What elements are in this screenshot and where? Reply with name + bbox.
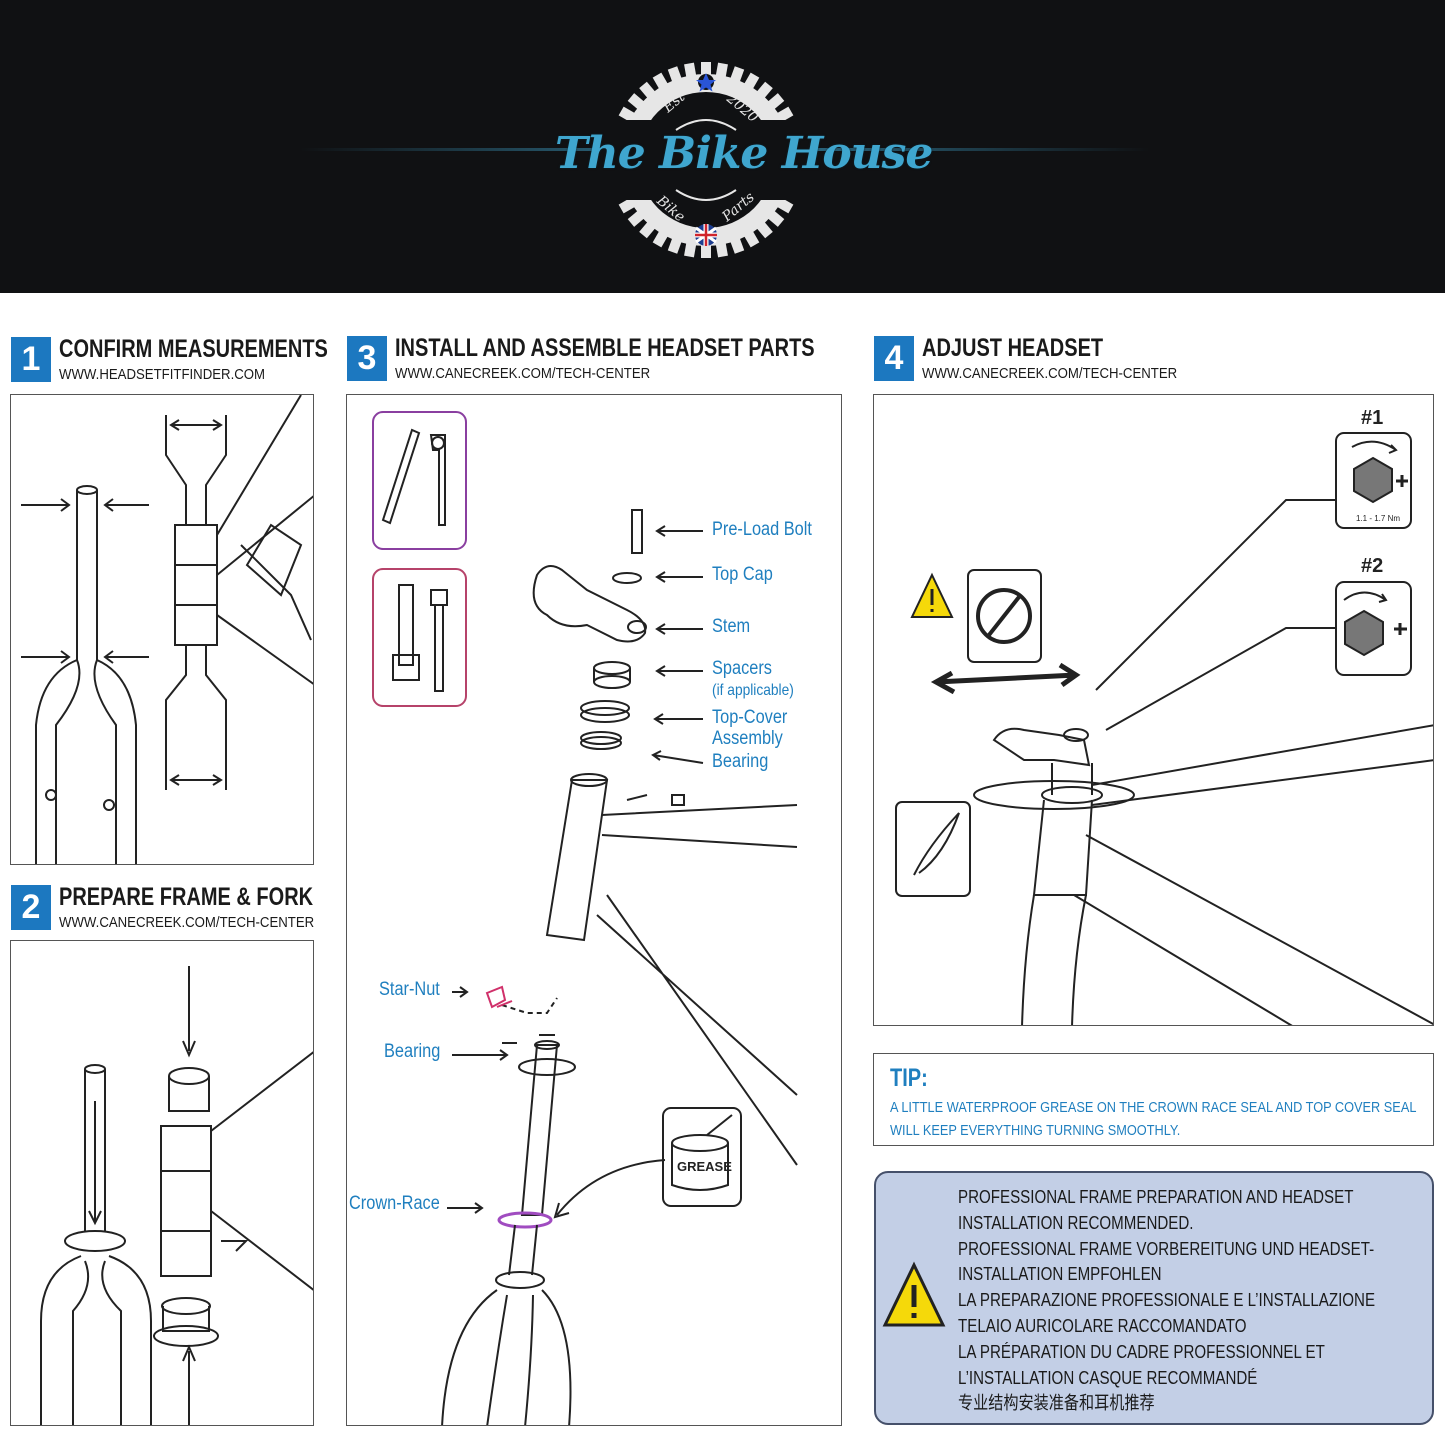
step-4-url: WWW.CANECREEK.COM/TECH-CENTER — [922, 365, 1178, 382]
step-1-url: WWW.HEADSETFITFINDER.COM — [59, 366, 266, 383]
label-bearing-lower: Bearing — [384, 1041, 441, 1062]
label-preload-bolt: Pre-Load Bolt — [712, 519, 812, 540]
warning-line: TELAIO AURICOLARE RACCOMANDATO — [958, 1315, 1247, 1336]
bolt-2-label: #2 — [1361, 555, 1384, 577]
label-crown-race: Crown-Race — [349, 1193, 440, 1214]
step-2-header: 2 PREPARE FRAME & FORK WWW.CANECREEK.COM… — [11, 883, 321, 933]
fork-diagram — [21, 485, 149, 864]
bolt-2-detail — [1335, 581, 1412, 676]
bolt-1-detail — [1335, 432, 1412, 529]
tip-title: TIP: — [890, 1064, 928, 1092]
warning-line: INSTALLATION RECOMMENDED. — [958, 1212, 1194, 1233]
step-1-badge: 1 — [11, 337, 51, 382]
warning-triangle-icon — [882, 1261, 946, 1327]
warning-line: 专业结构安装准备和耳机推荐 — [958, 1393, 1155, 1414]
label-spacers-note: (if applicable) — [712, 682, 794, 699]
label-top-cover: Top-Cover — [712, 707, 788, 728]
professional-install-warning: PROFESSIONAL FRAME PREPARATION AND HEADS… — [874, 1171, 1434, 1425]
lower-arrows — [447, 986, 666, 1219]
warning-line: PROFESSIONAL FRAME VORBEREITUNG UND HEAD… — [958, 1238, 1375, 1259]
tool-box-red — [372, 568, 467, 707]
grease-feather-icon — [895, 801, 971, 897]
grease-label: GREASE — [677, 1159, 732, 1174]
head-tube-diagram — [165, 395, 313, 790]
label-spacers: Spacers — [712, 658, 772, 679]
step-3-header: 3 INSTALL AND ASSEMBLE HEADSET PARTS WWW… — [347, 334, 837, 384]
step-3-url: WWW.CANECREEK.COM/TECH-CENTER — [395, 365, 651, 382]
step-2-title: PREPARE FRAME & FORK — [59, 883, 314, 911]
header-banner: Est 2020 Bike Parts The Bike House — [0, 0, 1445, 293]
headset-parts-stack — [532, 509, 647, 750]
play-arrow — [930, 662, 1081, 695]
warning-line: PROFESSIONAL FRAME PREPARATION AND HEADS… — [958, 1187, 1354, 1207]
warning-line: LA PREPARAZIONE PROFESSIONALE E L’INSTAL… — [958, 1290, 1376, 1311]
tip-line-1: A LITTLE WATERPROOF GREASE ON THE CROWN … — [890, 1099, 1417, 1116]
part-arrows — [651, 525, 704, 764]
step-4-title: ADJUST HEADSET — [922, 334, 1104, 362]
no-play-icon — [967, 569, 1042, 663]
star-icon — [696, 73, 716, 92]
fork-assembly — [441, 985, 576, 1425]
brand-name: The Bike House — [555, 128, 933, 179]
grease-icon — [662, 1107, 742, 1207]
torque-label: 1.1 - 1.7 Nm — [1356, 514, 1401, 523]
chainring-logo — [600, 62, 812, 258]
banner-graphic: Est 2020 Bike Parts — [300, 62, 1150, 258]
tip-line-2: WILL KEEP EVERYTHING TURNING SMOOTHLY. — [890, 1122, 1181, 1139]
tip-text: A LITTLE WATERPROOF GREASE ON THE CROWN … — [890, 1096, 1434, 1142]
step-3-illustration: Pre-Load Bolt Top Cap Stem Spacers (if a… — [346, 394, 842, 1426]
label-star-nut: Star-Nut — [379, 979, 440, 1000]
label-top-cap: Top Cap — [712, 564, 773, 585]
warning-line: INSTALLATION EMPFOHLEN — [958, 1264, 1162, 1285]
fork-crown-diagram — [40, 1064, 152, 1425]
warning-line: LA PRÉPARATION DU CADRE PROFESSIONNEL ET — [958, 1341, 1325, 1362]
step-4-badge: 4 — [874, 336, 914, 381]
step-1-title: CONFIRM MEASUREMENTS — [59, 335, 328, 363]
label-bearing-upper: Bearing — [712, 751, 769, 772]
uk-flag-icon — [695, 224, 717, 246]
step-2-badge: 2 — [11, 885, 51, 930]
step-4-header: 4 ADJUST HEADSET WWW.CANECREEK.COM/TECH-… — [874, 334, 1324, 384]
bolt-1-label: #1 — [1361, 407, 1384, 429]
stem-headset-assembly — [973, 724, 1433, 1025]
tip-box: TIP: A LITTLE WATERPROOF GREASE ON THE C… — [873, 1053, 1434, 1146]
warning-line: L’INSTALLATION CASQUE RECOMMANDÉ — [958, 1367, 1258, 1388]
warning-text: PROFESSIONAL FRAME PREPARATION AND HEADS… — [958, 1185, 1428, 1417]
step-2-url: WWW.CANECREEK.COM/TECH-CENTER — [59, 914, 315, 931]
bolt-leader-lines — [1095, 499, 1336, 731]
caution-triangle-icon — [910, 572, 954, 618]
step-3-badge: 3 — [347, 336, 387, 381]
step-1-illustration — [10, 394, 314, 865]
step-1-header: 1 CONFIRM MEASUREMENTS WWW.HEADSETFITFIN… — [11, 335, 328, 385]
step-2-illustration — [10, 940, 314, 1426]
step-3-title: INSTALL AND ASSEMBLE HEADSET PARTS — [395, 334, 815, 362]
headtube-press-diagram — [153, 966, 313, 1425]
label-assembly: Assembly — [712, 728, 783, 749]
tool-box-purple — [372, 411, 467, 550]
frame-headtube — [545, 773, 798, 1166]
label-stem: Stem — [712, 616, 751, 637]
step-4-illustration: #1 #2 1.1 - 1.7 Nm — [873, 394, 1434, 1026]
